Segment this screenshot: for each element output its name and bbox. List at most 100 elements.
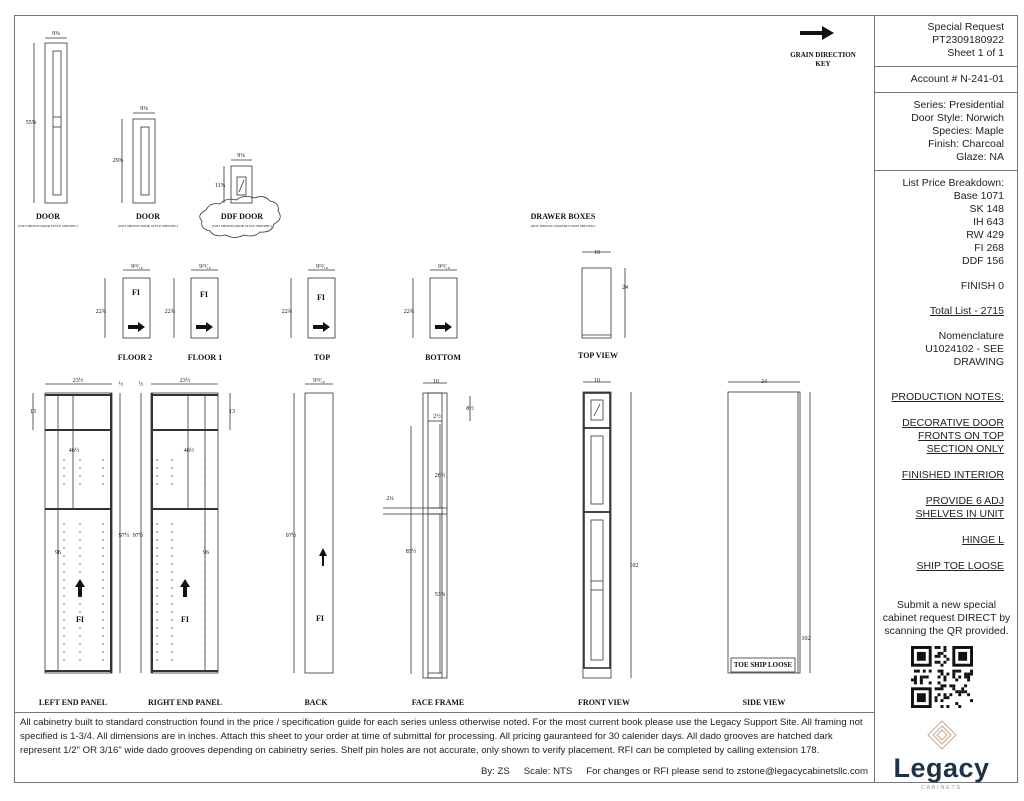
production-note: HINGE L — [961, 534, 1004, 546]
svg-text:FRONT VIEW: FRONT VIEW — [578, 698, 630, 707]
shelf-pin-hole — [102, 651, 104, 653]
shelf-pin-hole — [102, 603, 104, 605]
shelf-pin-hole — [204, 595, 206, 597]
shelf-pin-hole — [204, 467, 206, 469]
shelf-pin-hole — [156, 483, 158, 485]
shelf-pin-hole — [204, 539, 206, 541]
arrow-up-icon — [180, 579, 190, 597]
shelf-pin-hole — [171, 531, 173, 533]
shelf-pin-hole — [156, 547, 158, 549]
shelf-pin-hole — [156, 587, 158, 589]
door-short: 9⅜ 29⅝ DOOR (NOT SHOWN DOOR STYLE SPECIF… — [113, 106, 178, 228]
arrow-right-icon — [313, 322, 330, 332]
arrow-up-icon — [319, 548, 327, 566]
svg-text:23½: 23½ — [73, 377, 84, 384]
sheet-number: Sheet 1 of 1 — [947, 47, 1004, 59]
shelf-pin-hole — [63, 531, 65, 533]
grain-direction-key: GRAIN DIRECTION KEY — [790, 26, 856, 68]
shelf-pin-hole — [204, 579, 206, 581]
shelf-pin-hole — [79, 467, 81, 469]
svg-text:FI: FI — [181, 615, 189, 624]
shelf-pin-hole — [102, 627, 104, 629]
shelf-pin-hole — [63, 659, 65, 661]
shelf-pin-hole — [79, 635, 81, 637]
shelf-pin-hole — [204, 587, 206, 589]
svg-text:9¹³⁄₁₆: 9¹³⁄₁₆ — [131, 264, 143, 270]
shelf-pin-hole — [102, 595, 104, 597]
info-panel: Special Request PT2309180922 Sheet 1 of … — [874, 15, 1018, 791]
shelf-pin-hole — [204, 483, 206, 485]
contact-email[interactable]: For changes or RFI please send to zstone… — [586, 766, 868, 777]
account-number: Account # N-241-01 — [875, 67, 1018, 93]
shelf-pin-hole — [204, 531, 206, 533]
svg-text:DDF DOOR: DDF DOOR — [221, 212, 263, 221]
shelf-pin-hole — [171, 603, 173, 605]
drawing-sheet — [14, 15, 1018, 783]
ddf-door: 9⅜ 11⅝ DDF DOOR (NOT SHOWN DOOR STYLE SP… — [199, 153, 281, 238]
svg-text:29⅝: 29⅝ — [113, 158, 124, 164]
svg-text:DOOR: DOOR — [36, 212, 60, 221]
shelf-pin-hole — [156, 579, 158, 581]
shelf-pin-hole — [102, 547, 104, 549]
shelf-pin-hole — [63, 619, 65, 621]
shelf-pin-hole — [171, 571, 173, 573]
pricing: List Price Breakdown: Base 1071 SK 148 I… — [875, 171, 1018, 801]
shelf-pin-hole — [171, 635, 173, 637]
nomenclature-value: U1024102 - SEE — [925, 343, 1004, 355]
shelf-pin-hole — [156, 595, 158, 597]
shelf-pin-hole — [204, 603, 206, 605]
svg-text:BACK: BACK — [304, 698, 328, 707]
shelf-pin-hole — [79, 659, 81, 661]
shelf-pin-hole — [171, 523, 173, 525]
part-floor-2: 9¹³⁄₁₆ 22¾ FI FLOOR 2 — [96, 264, 152, 362]
svg-text:(NOT SHOWN CONSTRUCTION SPECIF: (NOT SHOWN CONSTRUCTION SPECIFIC) — [531, 224, 596, 228]
svg-text:96: 96 — [203, 550, 209, 556]
qr-code[interactable] — [910, 646, 973, 708]
right-end-panel: 23½ ½ 13 46½ 96 97½ FI RIGHT END PANEL — [133, 377, 235, 707]
svg-text:13: 13 — [30, 409, 36, 415]
spec-series: Series: Presidential — [913, 99, 1004, 111]
shelf-pin-hole — [204, 643, 206, 645]
shelf-pin-hole — [204, 547, 206, 549]
svg-text:9⅜: 9⅜ — [140, 106, 148, 112]
shelf-pin-hole — [63, 467, 65, 469]
price-item: FI 268 — [974, 242, 1004, 254]
shelf-pin-hole — [63, 523, 65, 525]
shelf-pin-hole — [204, 475, 206, 477]
svg-text:9¹³⁄₁₆: 9¹³⁄₁₆ — [313, 378, 325, 384]
shelf-pin-hole — [156, 571, 158, 573]
shelf-pin-hole — [171, 587, 173, 589]
shelf-pin-hole — [102, 555, 104, 557]
shelf-pin-hole — [102, 659, 104, 661]
svg-text:46½: 46½ — [184, 447, 195, 454]
shelf-pin-hole — [102, 539, 104, 541]
svg-text:10: 10 — [433, 379, 439, 385]
shelf-pin-hole — [171, 659, 173, 661]
svg-text:102: 102 — [630, 563, 639, 569]
svg-text:26½: 26½ — [435, 472, 446, 479]
svg-text:(NOT SHOWN DOOR STYLE SPECIFIC: (NOT SHOWN DOOR STYLE SPECIFIC) — [18, 224, 78, 228]
shelf-pin-hole — [204, 659, 206, 661]
shelf-pin-hole — [156, 475, 158, 477]
pricing-title: List Price Breakdown: — [902, 177, 1004, 189]
shelf-pin-hole — [79, 459, 81, 461]
shelf-pin-hole — [204, 555, 206, 557]
shelf-pin-hole — [171, 579, 173, 581]
shelf-pin-hole — [204, 635, 206, 637]
svg-text:DOOR: DOOR — [136, 212, 160, 221]
price-item: RW 429 — [966, 229, 1004, 241]
arrow-right-icon — [128, 322, 145, 332]
arrow-right-icon — [800, 26, 834, 40]
arrow-right-icon — [196, 322, 213, 332]
shelf-pin-hole — [63, 595, 65, 597]
shelf-pin-hole — [102, 611, 104, 613]
request-title: Special Request — [927, 21, 1004, 33]
shelf-pin-hole — [204, 563, 206, 565]
shelf-pin-hole — [171, 547, 173, 549]
shelf-pin-hole — [63, 651, 65, 653]
front-view: 10 102 FRONT VIEW — [578, 378, 638, 707]
svg-text:9⅜: 9⅜ — [237, 153, 245, 159]
spec-species: Species: Maple — [932, 125, 1004, 137]
svg-text:8½: 8½ — [466, 405, 474, 412]
